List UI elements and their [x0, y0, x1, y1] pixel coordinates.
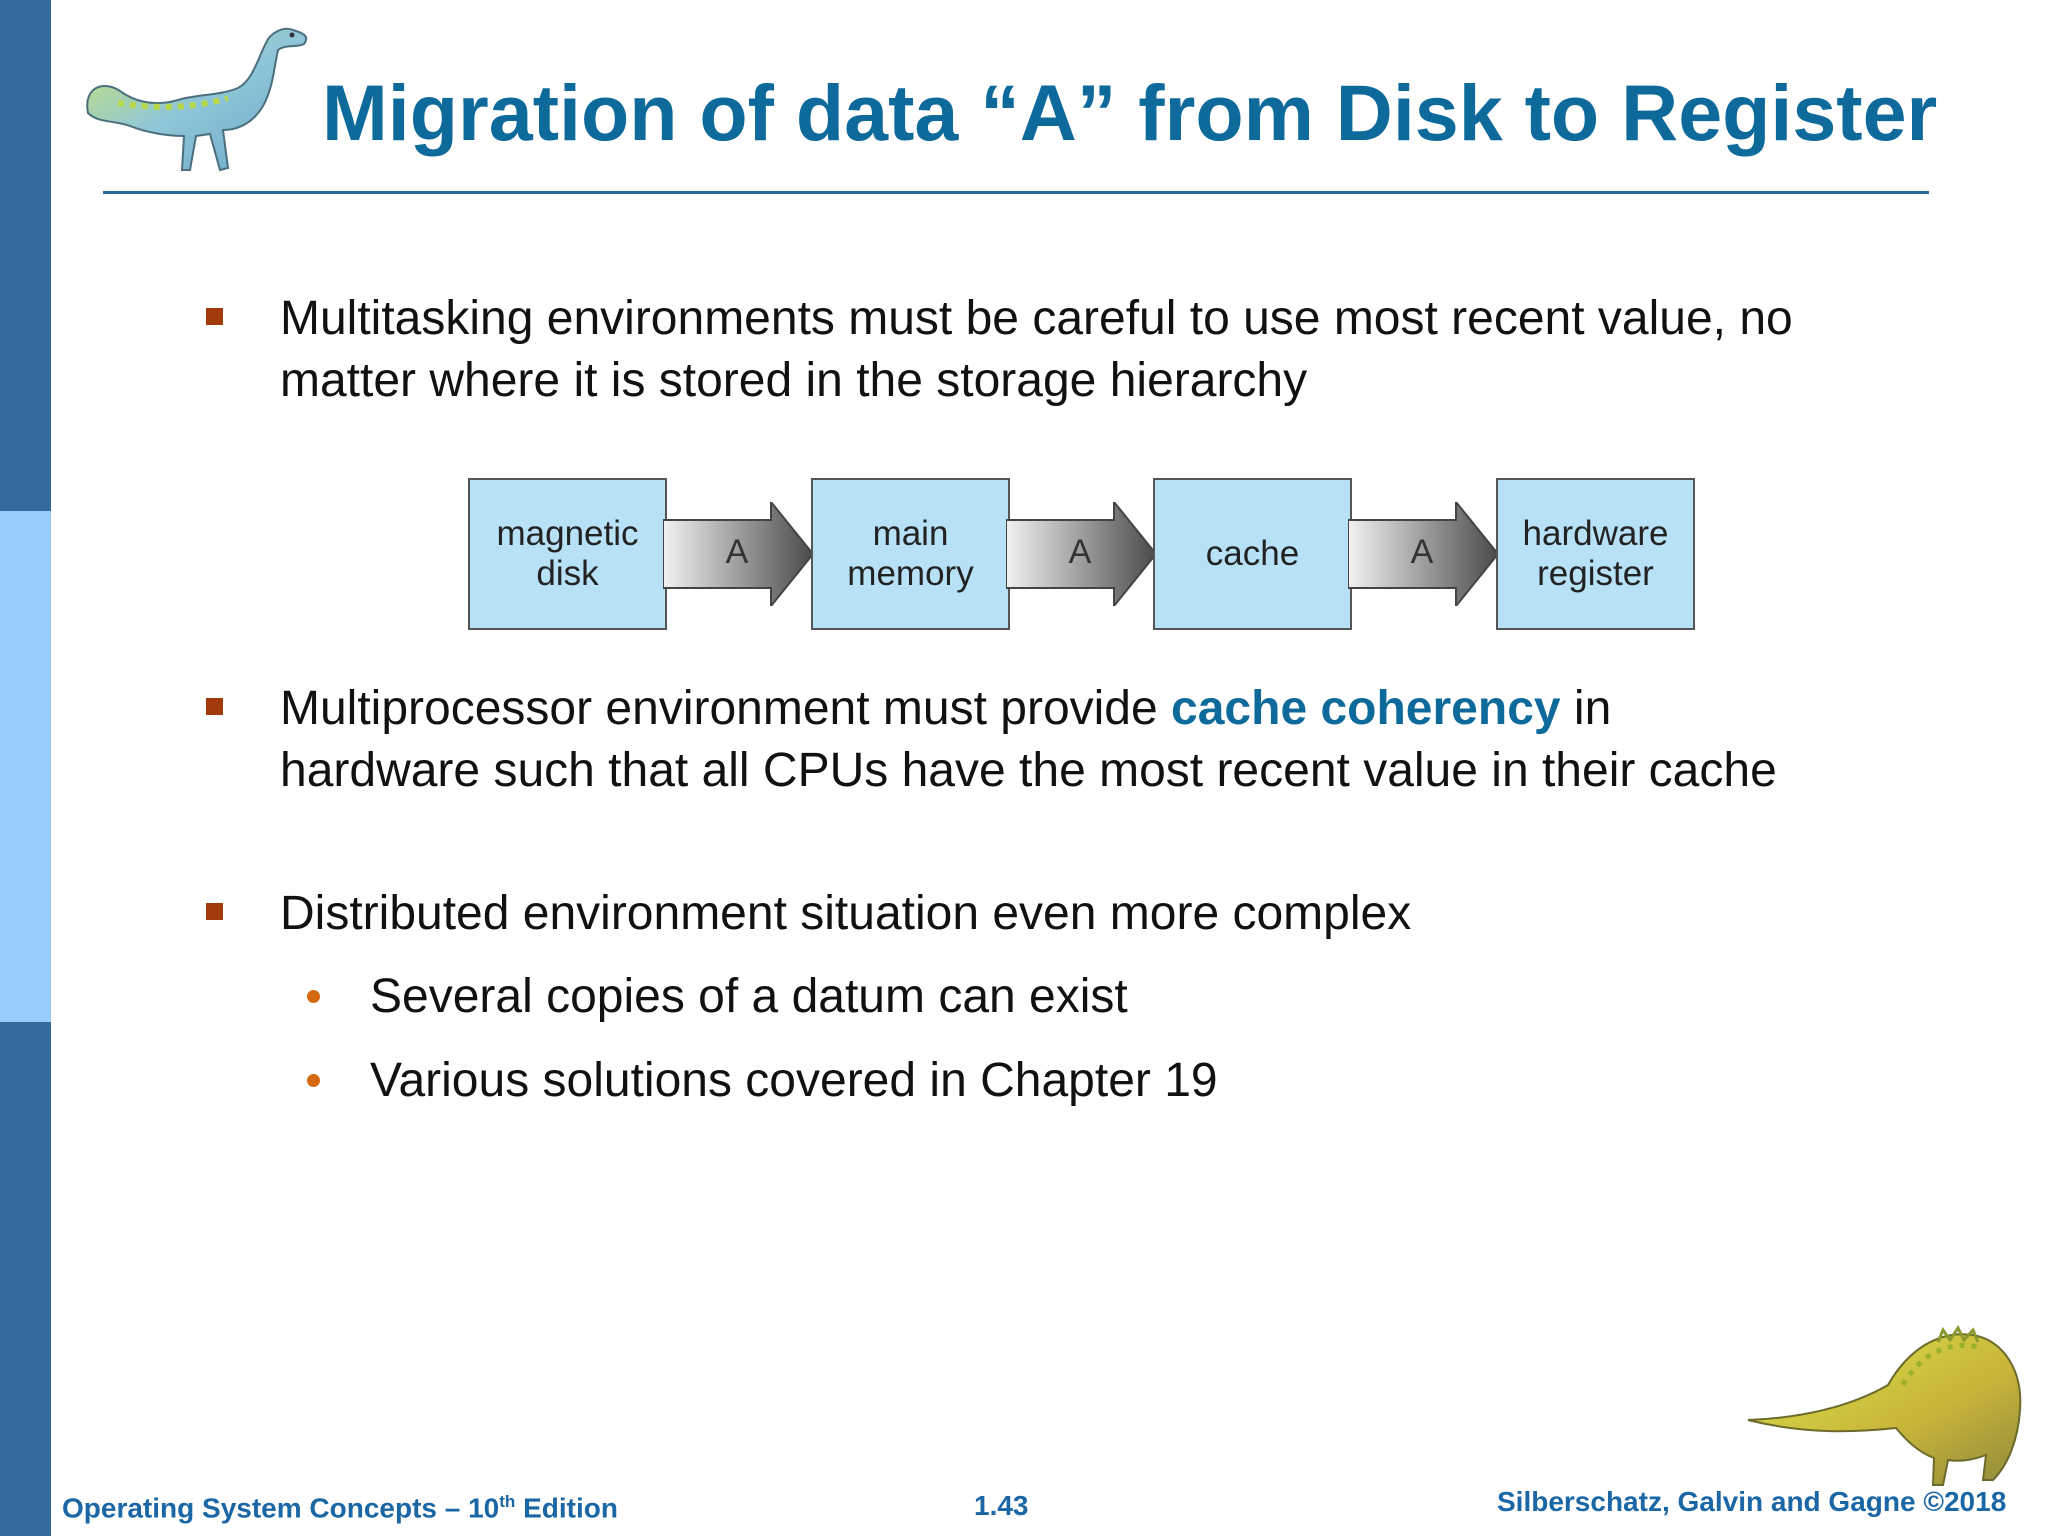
- footer-copyright: Silberschatz, Galvin and Gagne ©2018: [1497, 1486, 2007, 1517]
- footer-book-title: Operating System Concepts – 10th Edition: [62, 1492, 618, 1524]
- slide-title: Migration of data “A” from Disk to Regis…: [322, 68, 1938, 157]
- arrow-right-icon: A: [1347, 499, 1500, 609]
- box-label: main: [872, 514, 949, 553]
- slide-sidebar: [0, 0, 51, 1536]
- dinosaur-bottom-illustration: [1747, 1325, 2022, 1486]
- arrow-label: A: [1410, 533, 1434, 571]
- title-divider: [103, 191, 1929, 194]
- sub-bullet-2: Various solutions covered in Chapter 19: [370, 1054, 1218, 1107]
- arrow-label: A: [1068, 533, 1092, 571]
- bullet-2: Multiprocessor environment must provide …: [280, 678, 1780, 802]
- sub-bullet-1: Several copies of a datum can exist: [370, 970, 1128, 1023]
- bullet-2-text-start: Multiprocessor environment must provide: [280, 682, 1172, 735]
- arrow-shape: [662, 499, 815, 609]
- footer-page-number: 1.43: [974, 1490, 1029, 1521]
- box-label: disk: [536, 554, 599, 593]
- dinosaur-top-illustration: [86, 27, 308, 172]
- sidebar-top-band: [0, 0, 51, 511]
- bullet-3: Distributed environment situation even m…: [280, 887, 1412, 940]
- box-label: memory: [847, 554, 974, 593]
- footer-edition-text: Edition: [515, 1492, 618, 1524]
- bullet-square-icon: [206, 903, 223, 920]
- box-label: hardware: [1522, 514, 1669, 553]
- bullet-square-icon: [206, 308, 223, 325]
- footer-edition-sup: th: [499, 1492, 516, 1511]
- sub-bullet-dot-icon: [307, 990, 320, 1003]
- bullet-square-icon: [206, 698, 223, 715]
- arrow-shape: [1347, 499, 1500, 609]
- cache-box: cache: [1153, 478, 1352, 630]
- arrow-shape: [1005, 499, 1158, 609]
- cache-coherency-term: cache coherency: [1171, 682, 1561, 735]
- sidebar-bottom-band: [0, 1022, 51, 1536]
- arrow-right-icon: A: [662, 499, 815, 609]
- box-label: register: [1537, 554, 1654, 593]
- footer-book-title-text: Operating System Concepts – 10: [62, 1492, 500, 1524]
- box-label: magnetic: [496, 514, 639, 553]
- sub-bullet-dot-icon: [307, 1074, 320, 1087]
- box-label: cache: [1205, 534, 1300, 573]
- arrow-right-icon: A: [1005, 499, 1158, 609]
- bullet-2-text-end: in hardware such that all CPUs have the …: [280, 682, 1777, 797]
- bullet-1: Multitasking environments must be carefu…: [280, 292, 1793, 407]
- arrow-label: A: [725, 533, 749, 571]
- sidebar-middle-band: [0, 511, 51, 1022]
